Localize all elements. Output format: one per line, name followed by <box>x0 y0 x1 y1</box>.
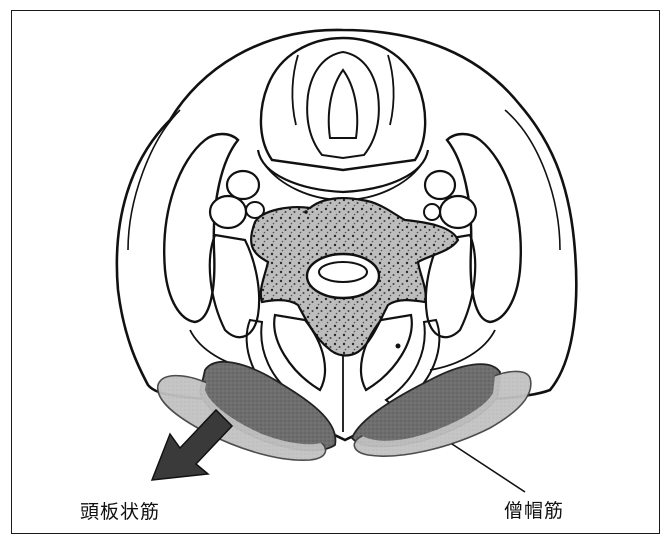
scm-fascia-left <box>128 110 180 250</box>
carotid-right-2 <box>440 196 476 228</box>
carotid-left-1 <box>227 171 259 199</box>
vocal-airway <box>329 70 357 138</box>
epiglottis-rim <box>292 55 298 125</box>
vessel-right-3 <box>424 204 440 220</box>
scm-fascia-right <box>505 110 560 250</box>
splenius-capitis-label: 頭板状筋 <box>80 497 160 524</box>
trapezius-leader-line <box>452 444 525 492</box>
scalene-left <box>210 235 259 337</box>
small-dot-2 <box>304 210 308 214</box>
larynx-inner <box>307 52 379 158</box>
thyroid-cartilage <box>261 38 425 170</box>
carotid-left-2 <box>210 196 246 228</box>
trapezius-label: 僧帽筋 <box>504 496 564 523</box>
epiglottis-rim-right <box>388 55 394 125</box>
carotid-right-1 <box>425 171 455 199</box>
spinal-cord <box>319 262 367 282</box>
small-dot <box>396 344 401 349</box>
